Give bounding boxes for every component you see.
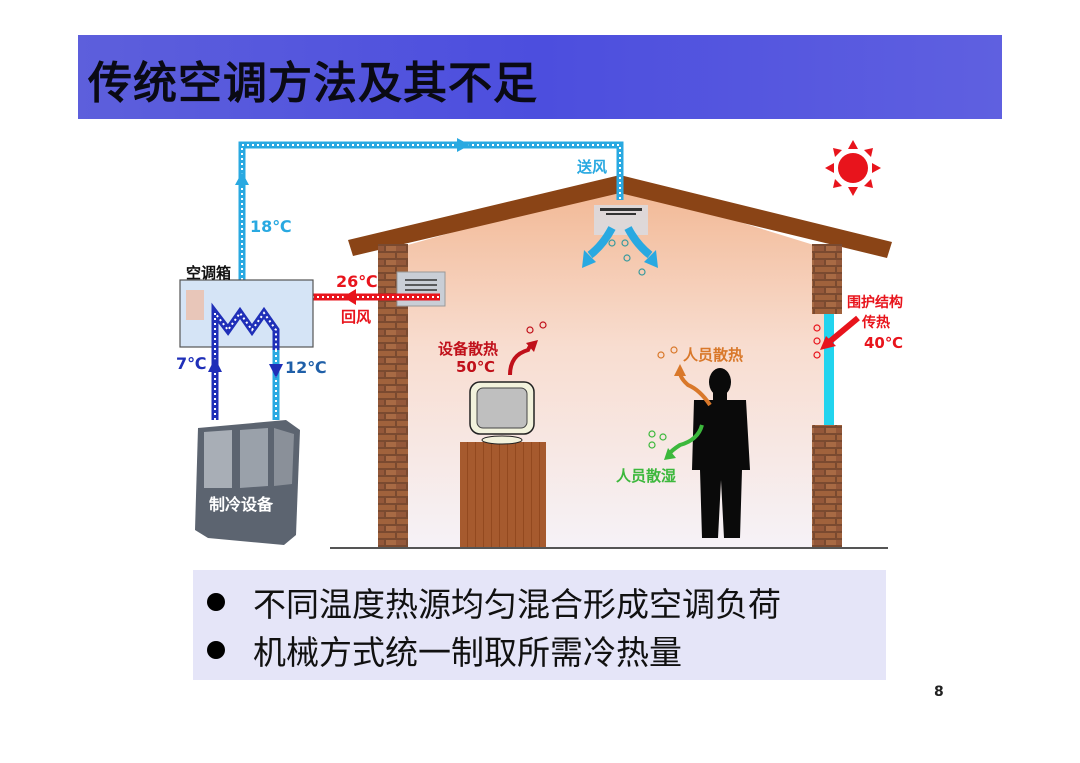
envelope-heat-label-1: 围护结构 — [847, 295, 903, 311]
supply-air-label: 送风 — [577, 158, 608, 176]
chilled-water-lines — [208, 350, 283, 420]
envelope-heat-arrow — [813, 315, 860, 359]
chilled-water-supply-label: 7℃ — [176, 354, 207, 373]
envelope-heat-temp: 40℃ — [864, 334, 904, 352]
occupant-moisture-label: 人员散湿 — [616, 467, 677, 485]
occupant-heat-label: 人员散热 — [683, 346, 744, 364]
equipment-monitor — [460, 321, 547, 547]
return-air-label: 回风 — [341, 308, 372, 326]
equipment-heat-label: 设备散热 — [438, 340, 499, 358]
bullet-text: 机械方式统一制取所需冷热量 — [253, 633, 682, 672]
right-brick-wall-top — [812, 244, 842, 314]
person-silhouette — [648, 346, 750, 538]
equipment-heat-temp: 50℃ — [456, 358, 496, 376]
sun-icon — [825, 140, 881, 196]
supply-air-duct — [235, 138, 624, 290]
ahu-label: 空调箱 — [186, 264, 232, 282]
bullet-list: 不同温度热源均匀混合形成空调负荷 机械方式统一制取所需冷热量 — [193, 570, 886, 680]
chilled-water-return-label: 12℃ — [285, 358, 327, 377]
air-handling-unit — [179, 279, 314, 350]
right-brick-wall-bottom — [812, 425, 842, 547]
chiller-unit — [195, 420, 300, 545]
return-temp-label: 26℃ — [336, 272, 378, 291]
bullet-dot-icon — [207, 593, 225, 611]
supply-temp-label: 18℃ — [250, 217, 292, 236]
slide-title: 传统空调方法及其不足 — [88, 58, 538, 109]
window-glass — [824, 314, 834, 425]
chiller-label: 制冷设备 — [209, 495, 274, 514]
title-bar: 传统空调方法及其不足 — [78, 35, 1002, 119]
ceiling-diffuser — [582, 205, 658, 276]
bullet-text: 不同温度热源均匀混合形成空调负荷 — [253, 585, 781, 624]
envelope-heat-label-2: 传热 — [862, 315, 890, 331]
bullet-item: 机械方式统一制取所需冷热量 — [207, 626, 682, 674]
page-number: 8 — [934, 684, 944, 700]
bullet-item: 不同温度热源均匀混合形成空调负荷 — [207, 578, 781, 626]
bullet-dot-icon — [207, 641, 225, 659]
